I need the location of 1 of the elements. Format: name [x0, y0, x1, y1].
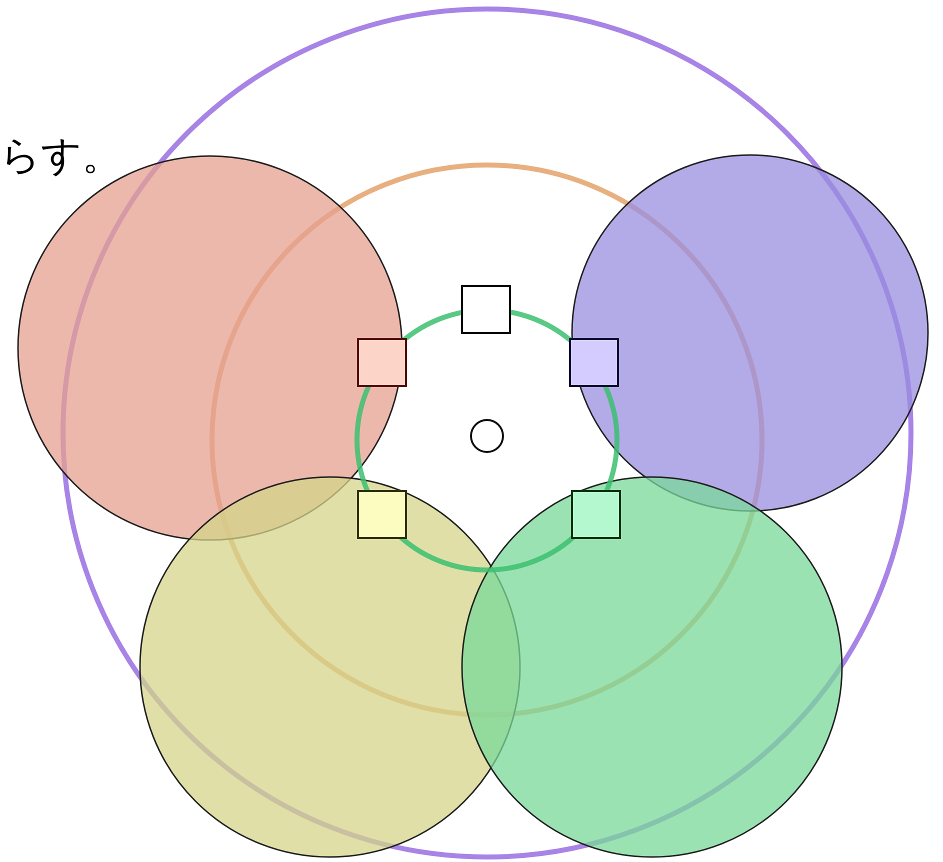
note-text: らす。	[0, 132, 122, 181]
